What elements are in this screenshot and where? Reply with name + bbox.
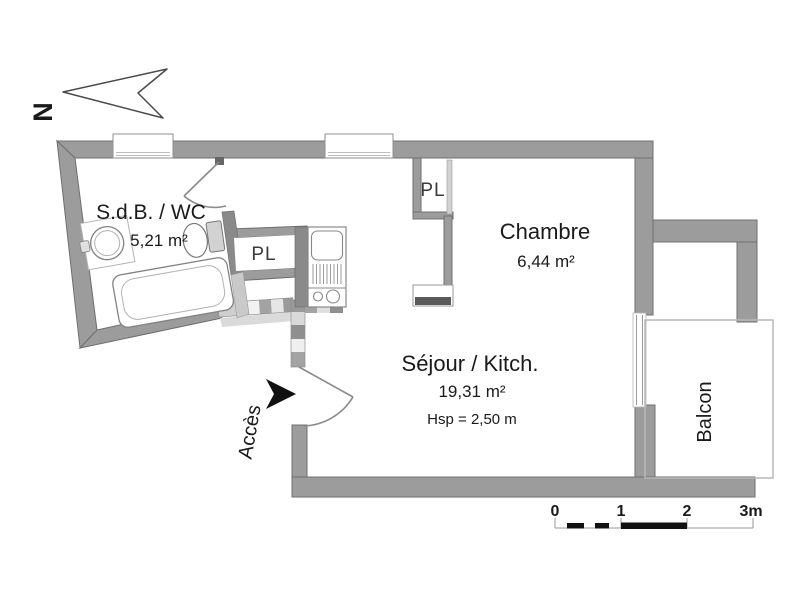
balcony-outline (644, 319, 774, 479)
room-labels: S.d.B. / WC 5,21 m² PL PL Chambre 6,44 m… (96, 180, 590, 428)
bedroom-area: 6,44 m² (517, 252, 575, 271)
window-frame (112, 133, 174, 159)
access-arrow-icon (266, 379, 296, 409)
north-indicator: N (28, 68, 168, 122)
vanity-unit (79, 214, 136, 271)
scale-tick-label: 1 (617, 503, 626, 520)
scale-tick-label: 0 (551, 503, 560, 520)
window-top-right (324, 133, 394, 159)
door-swing-arc (303, 396, 354, 427)
entry-door (298, 366, 354, 427)
kitchen-sink-icon (310, 230, 344, 261)
kitchen-drainer-icon (312, 264, 342, 284)
door-hinge-block (215, 157, 224, 165)
closet-bedroom-right-wall (446, 159, 453, 215)
door-leaf (298, 366, 354, 398)
wall-segment (291, 325, 305, 339)
wall-bottom (291, 476, 756, 498)
closet-bedroom-label: PL (420, 180, 445, 201)
entry-indicator: Accès (235, 379, 296, 461)
tap-icon (79, 240, 91, 253)
scale-solid-segment (621, 522, 687, 529)
toilet (182, 220, 226, 258)
doors (183, 157, 354, 427)
access-label: Accès (235, 403, 266, 460)
sink-icon (90, 226, 125, 261)
windows (112, 133, 647, 408)
partitions (221, 157, 454, 319)
bathtub (112, 257, 235, 328)
wall-ledge-light (220, 312, 293, 327)
balcony-label: Balcon (694, 381, 716, 442)
door-swing-arc (183, 195, 227, 209)
scale-tick-label: 3m (739, 503, 762, 520)
wall-segment (317, 307, 330, 313)
wall-segment (291, 339, 305, 352)
living-ceiling-height: Hsp = 2,50 m (427, 411, 517, 428)
door-threshold (415, 297, 451, 305)
bedroom-door-panel (412, 284, 454, 307)
sink-inner (94, 230, 121, 257)
scale-dash (595, 523, 609, 529)
wall-balcony-right (736, 241, 758, 323)
wall-segment (305, 307, 317, 313)
closet-bedroom-bottom-wall (412, 211, 454, 220)
living-name: Séjour / Kitch. (402, 351, 539, 376)
bathroom-door (183, 157, 227, 209)
living-area: 19,31 m² (438, 382, 505, 401)
bathroom-name: S.d.B. / WC (96, 201, 206, 224)
balcony: Balcon (644, 319, 774, 479)
wall-balcony-top (652, 219, 758, 243)
bathtub-inner (121, 265, 226, 320)
closet-middle-interior (234, 235, 295, 271)
window-top-left (112, 133, 174, 159)
bathtub-outline (112, 257, 235, 328)
window-frame (632, 312, 647, 408)
wall-bedroom-west (443, 215, 453, 287)
kitchen-unit (307, 226, 347, 308)
scale-bar: 0 1 2 3m (551, 503, 763, 529)
north-label: N (28, 102, 58, 122)
wall-checkered-vertical (290, 299, 306, 368)
wall-bathroom-east-light (230, 271, 250, 319)
window-bedroom-balcony (632, 312, 647, 408)
wall-segment (291, 312, 305, 325)
door-leaf (183, 161, 220, 197)
wall-segment (291, 352, 305, 367)
bathroom-area: 5,21 m² (130, 231, 188, 250)
window-frame (324, 133, 394, 159)
cistern-icon (205, 220, 226, 253)
north-arrow-icon (62, 68, 168, 119)
toilet-bowl-icon (182, 222, 208, 258)
bathroom-fixtures (79, 214, 235, 328)
burner-icon (325, 289, 341, 304)
wall-segment (270, 298, 284, 314)
wall-kitchen-dark (294, 226, 309, 308)
bedroom-name: Chambre (500, 219, 590, 244)
closet-middle-label: PL (251, 244, 276, 265)
wall-segment (330, 307, 343, 313)
wall-bedroom-right (634, 157, 654, 316)
scale-dash (567, 523, 584, 529)
burner-icon (312, 291, 324, 302)
scale-tick-label: 2 (683, 503, 692, 520)
wall-segment (258, 299, 272, 315)
